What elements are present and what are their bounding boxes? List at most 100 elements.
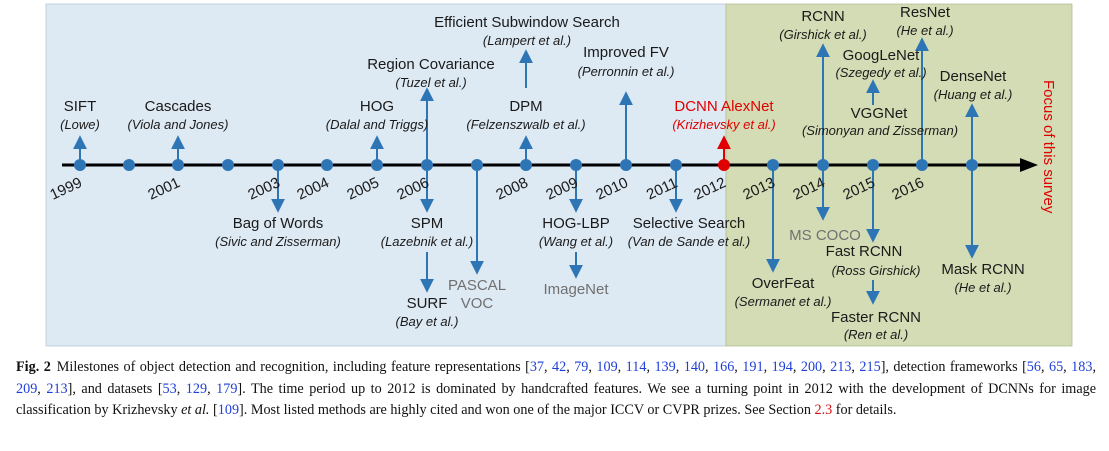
timeline-dot	[272, 159, 284, 171]
milestone-author: (Szegedy et al.)	[835, 65, 926, 80]
milestone-name: RCNN	[801, 8, 844, 25]
citation-link[interactable]: 109	[596, 359, 618, 375]
milestone-improved-fv: Improved FV (Perronnin et al.)	[578, 44, 675, 79]
milestone-author: (Simonyan and Zisserman)	[802, 123, 958, 138]
citation-link[interactable]: 56	[1026, 359, 1041, 375]
citation-link[interactable]: 42	[552, 359, 567, 375]
citation-link[interactable]: 140	[683, 359, 705, 375]
milestone-author: (Wang et al.)	[539, 234, 613, 249]
milestone-surf: SURF (Bay et al.)	[396, 295, 459, 329]
citation-link[interactable]: 129	[185, 380, 208, 397]
milestone-mask-rcnn: Mask RCNN (He et al.)	[941, 261, 1024, 295]
figure-number: Fig. 2	[16, 359, 51, 375]
milestone-author: (Perronnin et al.)	[578, 64, 675, 79]
citation-link[interactable]: 179	[216, 380, 238, 397]
milestone-name: SIFT	[64, 98, 97, 115]
citation-link[interactable]: 194	[771, 359, 793, 375]
milestone-author: (Viola and Jones)	[128, 117, 229, 132]
milestone-rcnn: RCNN (Girshick et al.)	[779, 8, 866, 42]
milestone-pascal-voc: PASCAL VOC	[448, 277, 506, 312]
milestone-name: HOG	[360, 98, 394, 115]
timeline-dots	[74, 159, 978, 171]
citation-link[interactable]: 114	[625, 359, 647, 375]
citation-link[interactable]: 215	[859, 359, 881, 375]
citation-link[interactable]: 213	[830, 359, 852, 375]
milestone-faster-rcnn: Faster RCNN (Ren et al.)	[831, 309, 921, 342]
milestone-name: GoogLeNet	[843, 47, 921, 64]
timeline-dot	[471, 159, 483, 171]
caption-text-3: ], and datasets [	[67, 380, 163, 397]
milestone-name: Bag of Words	[233, 215, 324, 232]
milestone-author: (Lampert et al.)	[483, 33, 571, 48]
citation-link[interactable]: 166	[713, 359, 735, 375]
milestone-author: (Felzenszwalb et al.)	[466, 117, 585, 132]
milestone-name: MS COCO	[789, 227, 861, 244]
milestone-fast-rcnn: Fast RCNN (Ross Girshick)	[826, 243, 921, 278]
milestone-name: ResNet	[900, 4, 951, 21]
timeline-dot	[222, 159, 234, 171]
milestone-name: Cascades	[145, 98, 212, 115]
milestone-author: (Tuzel et al.)	[395, 75, 466, 90]
milestone-name-line2: VOC	[461, 295, 494, 312]
milestone-name: SPM	[411, 215, 444, 232]
citation-link[interactable]: 65	[1048, 359, 1064, 375]
timeline-dot	[74, 159, 86, 171]
milestone-bag-of-words: Bag of Words (Sivic and Zisserman)	[215, 215, 341, 249]
milestone-name: DCNN AlexNet	[674, 98, 774, 115]
caption-text-5: [	[209, 402, 218, 418]
citation-link[interactable]: 213	[46, 380, 68, 397]
timeline-dot	[371, 159, 383, 171]
citation-link[interactable]: 183	[1071, 359, 1093, 375]
milestone-vggnet: VGGNet (Simonyan and Zisserman)	[802, 105, 958, 138]
timeline-dot	[321, 159, 333, 171]
citation-link[interactable]: 37	[529, 359, 545, 375]
timeline-dot	[520, 159, 532, 171]
milestone-cascades: Cascades (Viola and Jones)	[128, 98, 229, 132]
milestone-name: OverFeat	[752, 275, 815, 292]
timeline-axis-arrowhead	[1020, 158, 1038, 172]
deep-learning-panel	[725, 3, 1073, 347]
citation-link[interactable]: 200	[800, 359, 823, 375]
citation-link[interactable]: 139	[654, 359, 676, 375]
milestone-author: (He et al.)	[896, 23, 953, 38]
milestone-name: Selective Search	[633, 215, 746, 232]
caption-ref-krizhevsky[interactable]: 109	[217, 402, 240, 418]
milestone-author: (He et al.)	[954, 280, 1011, 295]
milestone-author: (Ross Girshick)	[832, 263, 921, 278]
milestone-name: ImageNet	[543, 281, 609, 298]
citation-link[interactable]: 209	[16, 380, 38, 397]
milestone-name: Improved FV	[583, 44, 669, 61]
timeline-dot	[767, 159, 779, 171]
timeline-dot	[867, 159, 879, 171]
milestone-author: (Sermanet et al.)	[735, 294, 832, 309]
caption-section-link[interactable]: 2.3	[814, 402, 833, 418]
timeline-dot	[817, 159, 829, 171]
timeline-dot	[172, 159, 184, 171]
caption-et-al: et al.	[181, 402, 210, 418]
citation-link[interactable]: 79	[574, 359, 589, 375]
milestone-googlenet: GoogLeNet (Szegedy et al.)	[835, 47, 926, 80]
citation-link[interactable]: 191	[742, 359, 764, 375]
timeline-dot	[421, 159, 433, 171]
milestone-name: HOG-LBP	[542, 215, 610, 232]
milestone-resnet: ResNet (He et al.)	[896, 4, 953, 38]
caption-text-1: Milestones of object detection and recog…	[56, 359, 530, 375]
milestone-author: (Huang et al.)	[934, 87, 1013, 102]
milestone-dpm: DPM (Felzenszwalb et al.)	[466, 98, 585, 132]
milestone-name-line1: PASCAL	[448, 277, 506, 294]
caption-refs-datasets: 53, 129, 179	[162, 380, 238, 397]
citation-link[interactable]: 53	[162, 380, 177, 397]
caption-text-6: ]. Most listed methods are highly cited …	[239, 402, 815, 418]
milestone-name: Fast RCNN	[826, 243, 903, 260]
milestone-author: (Dalal and Triggs)	[326, 117, 428, 132]
milestone-name: DPM	[509, 98, 542, 115]
pre-2012-panel	[45, 3, 727, 347]
caption-refs-frameworks: 56, 65, 183, 209, 213	[16, 359, 1096, 397]
milestone-spm: SPM (Lazebnik et al.)	[381, 215, 474, 249]
milestone-hog-lbp: HOG-LBP (Wang et al.)	[539, 215, 613, 249]
milestone-author: (Girshick et al.)	[779, 27, 866, 42]
caption-text-7: for details.	[832, 402, 897, 418]
timeline-dot	[670, 159, 682, 171]
milestone-imagenet: ImageNet	[543, 281, 609, 298]
milestone-name: Mask RCNN	[941, 261, 1024, 278]
